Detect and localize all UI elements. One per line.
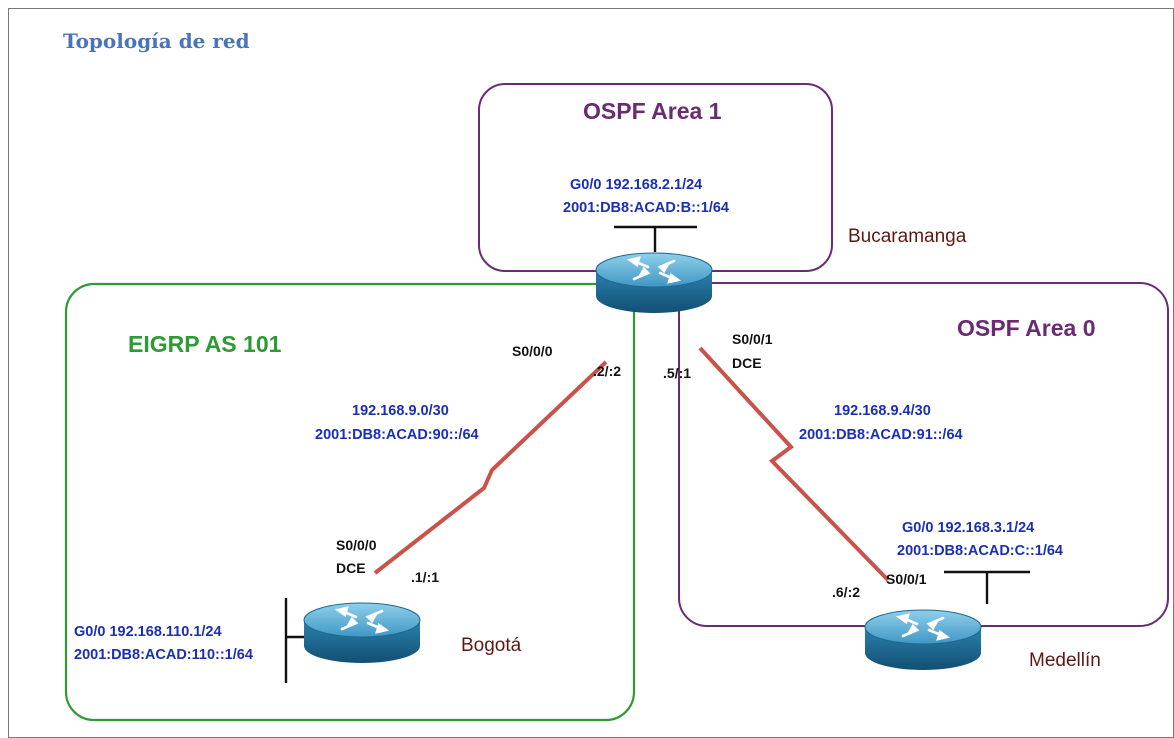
- r2-lan-ipv4: G0/0 192.168.2.1/24: [570, 177, 702, 193]
- router-r1[interactable]: R1: [302, 601, 422, 695]
- serial-link-r2-r3: [698, 346, 890, 582]
- r1-lan-ipv4: G0/0 192.168.110.1/24: [74, 624, 222, 640]
- r1-name: R1: [349, 672, 376, 695]
- r2-s000-host: .2/:2: [593, 363, 621, 379]
- r1-lan-ipv6: 2001:DB8:ACAD:110::1/64: [74, 647, 253, 663]
- city-bogota: Bogotá: [461, 635, 522, 656]
- r1-s000-host: .1/:1: [411, 569, 439, 585]
- ospf-area0-label: OSPF Area 0: [957, 315, 1095, 341]
- eigrp-label: EIGRP AS 101: [128, 331, 282, 357]
- r3-lan-ipv6: 2001:DB8:ACAD:C::1/64: [897, 543, 1063, 559]
- link-r2-r3-ipv4: 192.168.9.4/30: [834, 403, 931, 419]
- r3-s001-host: .6/:2: [832, 584, 860, 600]
- r2-s001-host: .5/:1: [663, 365, 691, 381]
- router-r2[interactable]: R2: [594, 251, 714, 347]
- r2-s001-dce: DCE: [732, 355, 762, 371]
- serial-link-r1-r2: [373, 360, 608, 575]
- r2-s000-label: S0/0/0: [512, 343, 553, 359]
- city-medellin: Medellín: [1029, 650, 1101, 671]
- city-bucaramanga: Bucaramanga: [848, 226, 967, 247]
- page-frame: [8, 8, 1174, 738]
- r3-s001-label: S0/0/1: [886, 571, 927, 587]
- page-title: Topología de red: [63, 29, 250, 53]
- eigrp-zone: [64, 282, 636, 722]
- r2-name: R2: [640, 324, 667, 347]
- router-r3[interactable]: R3: [863, 608, 983, 702]
- r2-lan-ipv6: 2001:DB8:ACAD:B::1/64: [563, 200, 729, 216]
- r1-s000-dce: DCE: [336, 560, 366, 576]
- r1-s000-label: S0/0/0: [336, 537, 377, 553]
- link-r1-r2-ipv6: 2001:DB8:ACAD:90::/64: [315, 427, 479, 443]
- link-r1-r2-ipv4: 192.168.9.0/30: [352, 403, 449, 419]
- r2-s001-label: S0/0/1: [732, 331, 773, 347]
- r3-lan-ipv4: G0/0 192.168.3.1/24: [902, 520, 1034, 536]
- r3-name: R3: [909, 679, 936, 702]
- ospf-area1-label: OSPF Area 1: [583, 98, 722, 124]
- link-r2-r3-ipv6: 2001:DB8:ACAD:91::/64: [799, 427, 963, 443]
